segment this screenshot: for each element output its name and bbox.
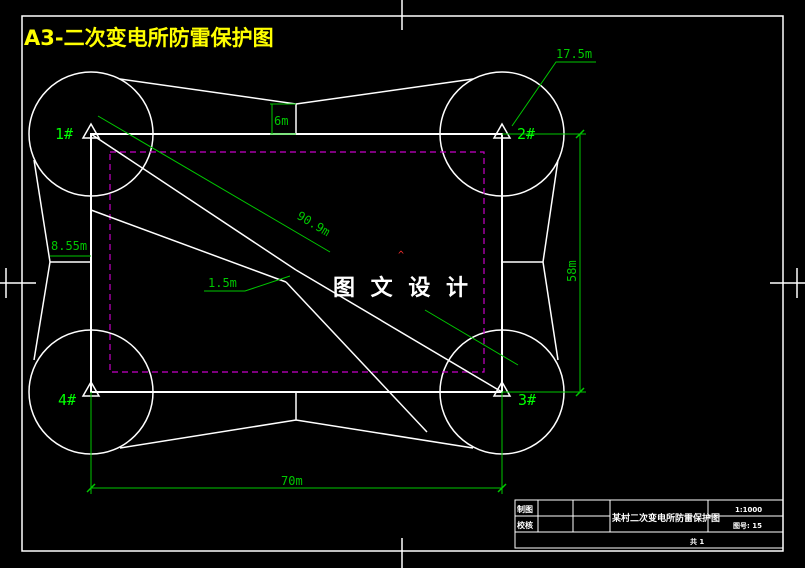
dim-side-label: 8.55m [51,239,87,253]
title-row2-label: 校核 [517,520,533,530]
dim-gap-label: 6m [274,114,288,128]
title-block-sheet: 图号: 15 [733,521,762,530]
dim-radius-label: 17.5m [556,47,592,61]
title-block [514,499,784,549]
protection-envelope [33,78,559,449]
title-block-name: 某村二次变电所防雷保护图 [612,512,720,524]
drawing-title: A3-二次变电所防雷保护图 [24,26,274,50]
center-mark-icon: ^ [398,250,404,261]
pole-4-label: 4# [58,391,76,409]
title-block-page: 共 1 [690,537,704,546]
building-boundary [109,151,485,373]
title-block-scale: 1:1000 [735,506,762,514]
dim-width-label: 70m [281,474,303,488]
rod-1-icon [81,122,101,139]
dim-height-label: 58m [565,260,579,282]
title-row1-label: 制图 [517,504,533,514]
pole-3-label: 3# [518,391,536,409]
lightning-rods [81,122,512,397]
substation-outline [90,133,503,393]
watermark-text: 图 文 设 计 [333,275,472,301]
dimension-lines [50,61,596,494]
pole-2-label: 2# [517,125,535,143]
dim-small-label: 1.5m [208,276,237,290]
rod-2-icon [492,122,512,139]
pole-1-label: 1# [55,125,73,143]
dimension-ticks [86,129,585,493]
